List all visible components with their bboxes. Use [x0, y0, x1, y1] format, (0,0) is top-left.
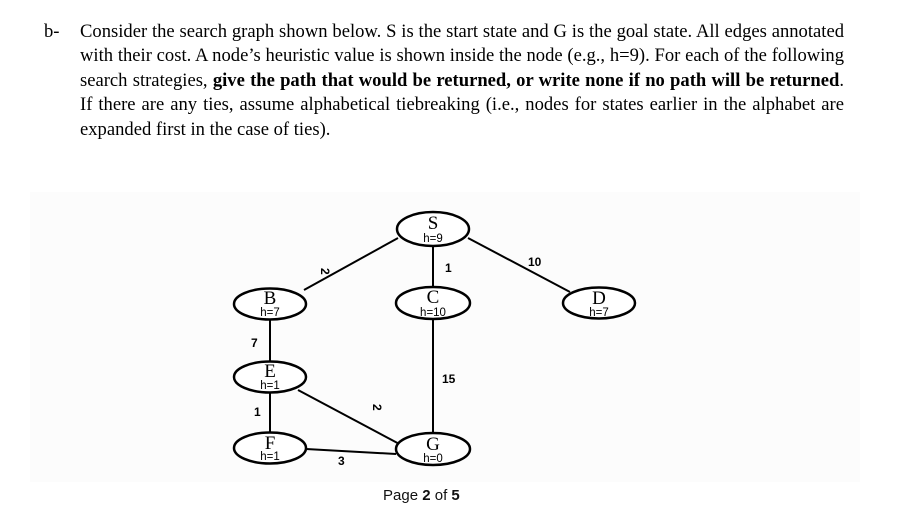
node-B-h: h=7	[260, 307, 280, 319]
node-C-h: h=10	[420, 307, 446, 319]
edge-S-D	[467, 237, 571, 293]
edge-E-G	[297, 389, 406, 448]
question-text-bold: give the path that would be returned, or…	[212, 69, 840, 91]
node-G: G h=0	[394, 431, 472, 467]
footer-total-pages: 5	[451, 487, 460, 504]
question-text-part2: . If there are any ties, assume alphabet…	[80, 69, 844, 140]
node-B-letter: B	[264, 288, 277, 309]
question-text-part1: Consider the search graph shown below. S…	[80, 21, 844, 91]
footer-of: of	[434, 487, 448, 504]
question-label: b-	[44, 21, 60, 42]
graph-edges	[269, 237, 571, 455]
edge-label-E-G: 2	[370, 404, 384, 411]
node-G-h: h=0	[423, 453, 443, 465]
node-G-letter: G	[426, 434, 440, 455]
node-S-h: h=9	[423, 233, 443, 245]
node-E-letter: E	[264, 361, 276, 382]
node-D-letter: D	[592, 288, 606, 309]
graph-edge-labels: 2 1 10 7 15 1 2 3	[251, 255, 542, 468]
edge-label-S-C: 1	[445, 261, 452, 275]
footer-prefix: Page	[383, 487, 419, 504]
node-F-h: h=1	[260, 451, 280, 463]
footer-page-number: 2	[422, 487, 431, 504]
node-D: D h=7	[561, 286, 637, 320]
edge-label-E-F: 1	[254, 405, 261, 419]
node-S-letter: S	[428, 213, 439, 234]
node-B: B h=7	[232, 287, 308, 321]
node-E-h: h=1	[260, 380, 280, 392]
question-text: Consider the search graph shown below. S…	[80, 20, 844, 142]
edge-label-B-E: 7	[251, 336, 258, 350]
edge-label-S-D: 10	[528, 255, 542, 269]
edge-label-C-G: 15	[442, 372, 456, 386]
edge-S-B	[303, 237, 399, 291]
node-S: S h=9	[395, 210, 471, 248]
node-F-letter: F	[265, 433, 276, 454]
edge-label-F-G: 3	[338, 454, 345, 468]
edge-F-G	[305, 448, 397, 455]
node-C: C h=10	[394, 285, 472, 321]
node-C-letter: C	[427, 287, 440, 308]
page-footer: Page 2 of 5	[383, 487, 460, 504]
edge-label-S-B: 2	[318, 268, 332, 275]
node-D-h: h=7	[589, 307, 609, 319]
node-F: F h=1	[232, 431, 308, 465]
node-E: E h=1	[232, 360, 308, 394]
